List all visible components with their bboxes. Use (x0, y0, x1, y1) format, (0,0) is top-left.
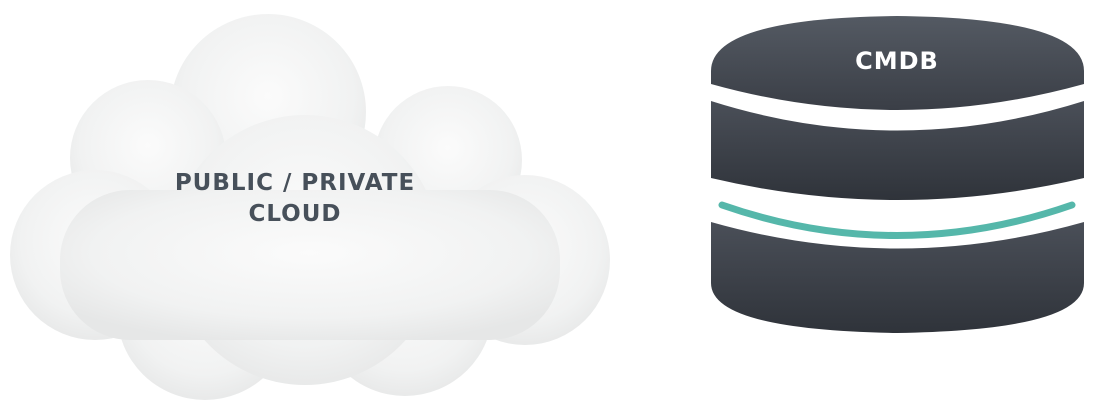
database-cylinder (711, 16, 1084, 333)
database-middle-section (711, 101, 1084, 200)
database-top-section (711, 16, 1084, 110)
database-bottom-section (711, 222, 1084, 333)
cloud-label-line1: PUBLIC / PRIVATE (175, 170, 415, 196)
database-accent-ring (718, 201, 1076, 239)
cloud-shape (10, 14, 610, 400)
cloud-label-line2: CLOUD (248, 201, 341, 227)
database-label: CMDB (855, 47, 939, 75)
